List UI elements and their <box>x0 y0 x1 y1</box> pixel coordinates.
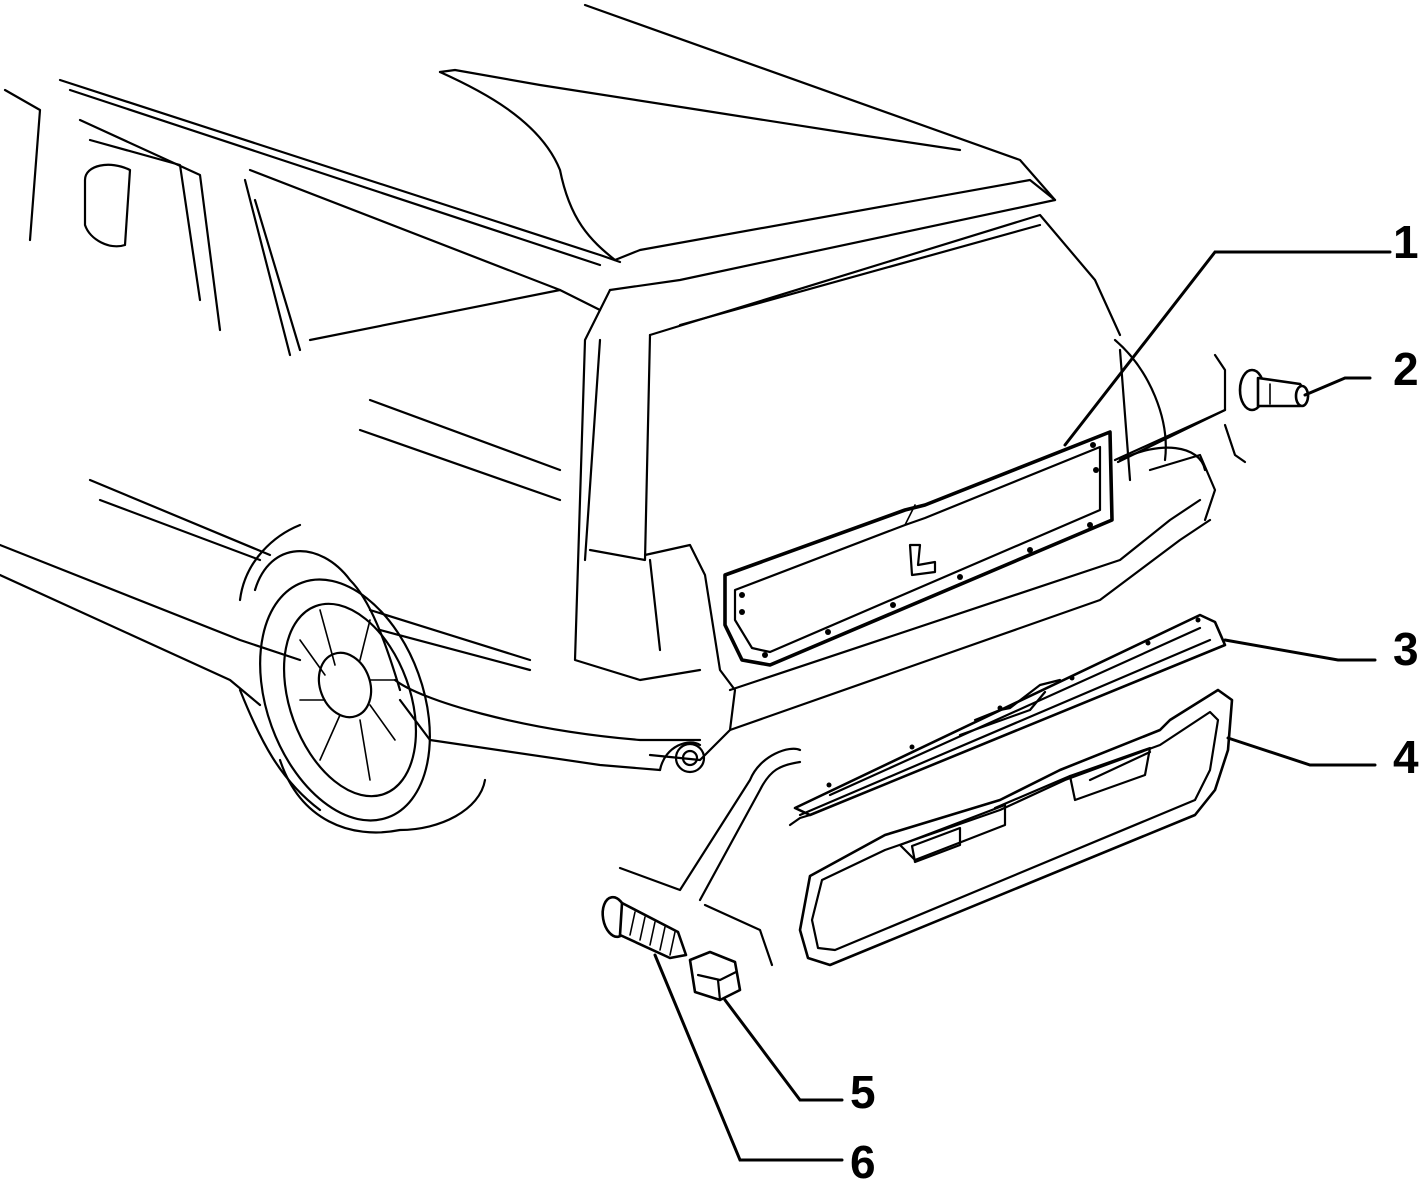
callout-5: 5 <box>850 1066 876 1118</box>
callout-labels: 1 2 3 4 5 6 <box>850 216 1419 1181</box>
callout-2: 2 <box>1393 343 1419 395</box>
car-body-outline <box>0 3 1217 834</box>
trim-strip <box>788 613 1227 827</box>
push-clip-icon <box>1113 353 1310 464</box>
callout-3: 3 <box>1393 623 1419 675</box>
callout-1: 1 <box>1393 216 1419 268</box>
bumper-cover <box>798 688 1234 967</box>
callout-4: 4 <box>1393 731 1419 783</box>
callout-6: 6 <box>850 1136 876 1181</box>
leader-lines <box>653 250 1392 1162</box>
assembly-guide-lines <box>618 747 802 967</box>
nut-icon <box>688 950 742 1002</box>
license-plate-panel <box>723 430 1114 667</box>
screw-icon <box>601 895 688 960</box>
